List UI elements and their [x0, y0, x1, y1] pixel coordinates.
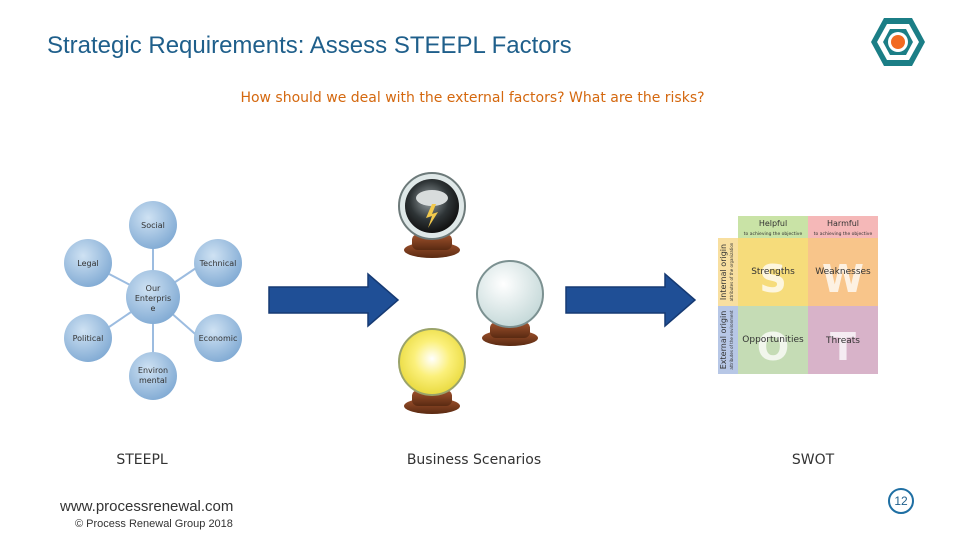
slide-title: Strategic Requirements: Assess STEEPL Fa… — [47, 32, 572, 59]
swot-strengths: Strengths — [751, 267, 795, 277]
swot-matrix: Helpful to achieving the objective Harmf… — [718, 216, 878, 374]
label-environmental-2: mental — [139, 376, 167, 385]
steepl-node-social — [129, 201, 177, 249]
arrow-steepl-to-scenarios — [268, 272, 400, 328]
swot-threats: Threats — [825, 336, 860, 346]
footer-url[interactable]: www.processrenewal.com — [60, 498, 234, 515]
steepl-node-technical — [194, 239, 242, 287]
label-center-2: Enterpris — [135, 294, 171, 303]
label-center-1: Our — [146, 284, 161, 293]
swot-weaknesses: Weaknesses — [815, 267, 871, 277]
page-number: 12 — [888, 488, 914, 514]
caption-business-scenarios: Business Scenarios — [406, 452, 542, 468]
label-legal: Legal — [77, 259, 98, 268]
caption-swot: SWOT — [791, 452, 835, 468]
steepl-node-center — [126, 270, 180, 324]
crystal-ball-clear — [476, 260, 544, 346]
arrow-scenarios-to-swot — [565, 272, 697, 328]
swot-letter-w: W — [822, 257, 864, 301]
swot-letter-o: O — [757, 325, 789, 369]
footer-copyright: © Process Renewal Group 2018 — [75, 518, 233, 530]
slide-subtitle: How should we deal with the external fac… — [240, 90, 705, 106]
swot-letter-s: S — [759, 257, 786, 301]
label-center-3: e — [151, 304, 156, 313]
company-logo — [871, 18, 925, 66]
steepl-node-environmental — [129, 352, 177, 400]
steepl-node-economic — [194, 314, 242, 362]
swot-harmful-sub: to achieving the objective — [814, 231, 873, 237]
label-social: Social — [141, 221, 165, 230]
steepl-node-political — [64, 314, 112, 362]
swot-helpful: Helpful — [759, 219, 787, 228]
swot-external: External origin — [719, 311, 728, 370]
swot-harmful: Harmful — [827, 219, 859, 228]
swot-external-sub: attributes of the environment — [729, 310, 734, 370]
label-political: Political — [73, 334, 104, 343]
label-environmental-1: Environ — [138, 366, 168, 375]
swot-internal-sub: attributes of the organization — [729, 242, 734, 301]
steepl-node-legal — [64, 239, 112, 287]
swot-helpful-sub: to achieving the objective — [744, 231, 803, 237]
label-technical: Technical — [199, 259, 237, 268]
crystal-ball-sunny — [398, 328, 466, 414]
swot-letter-t: T — [830, 325, 856, 369]
crystal-ball-storm — [398, 172, 466, 258]
label-economic: Economic — [199, 334, 238, 343]
swot-opportunities: Opportunities — [742, 335, 804, 345]
swot-internal: Internal origin — [719, 244, 728, 300]
caption-steepl: STEEPL — [116, 452, 168, 468]
steepl-diagram: Social Technical Economic Political Lega… — [64, 201, 242, 400]
